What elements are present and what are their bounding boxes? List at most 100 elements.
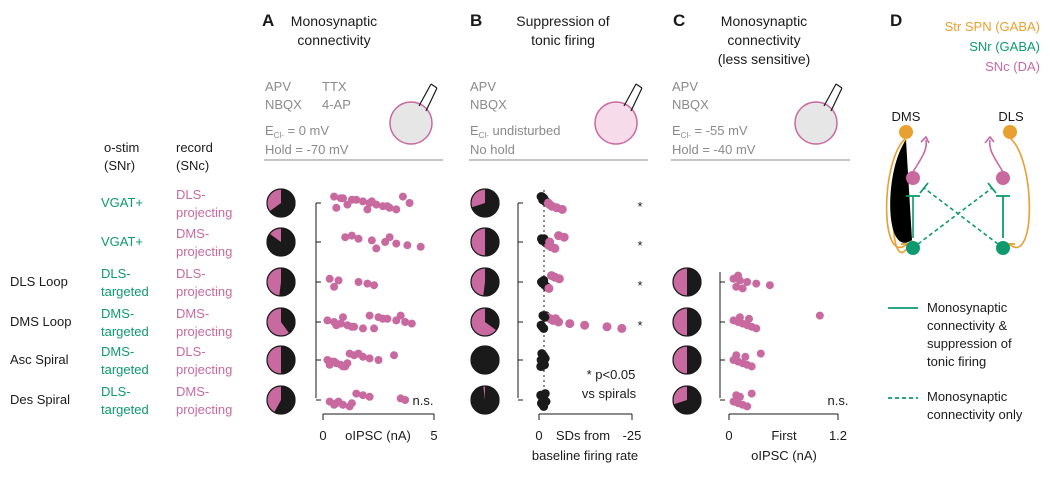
panel-b-data-point	[545, 237, 555, 247]
panel-b-significance-star: *	[637, 278, 642, 293]
row-record-label: DLS-	[176, 266, 206, 281]
panel-b-data-point	[540, 312, 550, 322]
legend-solid-3: suppression of	[927, 336, 1012, 351]
panel-a-xtick-0: 0	[319, 428, 326, 443]
panel-b-data-point	[557, 204, 567, 214]
panel-a-data-point	[416, 242, 425, 251]
panel-b-data-point	[565, 319, 575, 329]
panel-a-cond-ttx: TTX	[322, 79, 347, 94]
panel-a-title-2: connectivity	[297, 32, 370, 48]
panel-a-data-point	[385, 233, 394, 242]
dms-snr-cell	[906, 241, 920, 255]
panel-a-data-point	[332, 321, 341, 330]
panel-c-data-point	[734, 271, 743, 280]
pie-panel-a	[266, 307, 296, 337]
panel-b-data-point	[539, 323, 549, 333]
panel-c-data-point	[738, 284, 747, 293]
pie-panel-b	[470, 345, 500, 375]
panel-b-ecl: ECl- undisturbed	[470, 123, 560, 140]
row-stim-label: DMS-	[101, 344, 134, 359]
row-record-label: DMS-	[176, 226, 209, 241]
panel-a-data-point	[390, 351, 399, 360]
row-stim-label: DMS-	[101, 306, 134, 321]
row-record-label: projecting	[176, 284, 232, 299]
panel-a-data-point	[338, 313, 347, 322]
header-stim-2: (SNr)	[104, 158, 135, 173]
panel-c-xlabel-2: oIPSC (nA)	[751, 448, 817, 463]
panel-a-data-point	[347, 322, 356, 331]
row-stim-label: targeted	[101, 324, 149, 339]
panel-c-title-3: (less sensitive)	[718, 51, 811, 67]
panel-a-cond-4ap: 4-AP	[322, 97, 351, 112]
panel-a-data-point	[352, 195, 361, 204]
panel-a-data-point	[365, 311, 374, 320]
pie-panel-c	[672, 385, 702, 415]
panel-b-data-point	[538, 392, 548, 402]
panel-a-data-point	[365, 392, 374, 401]
panel-b-cond-apv: APV	[470, 79, 496, 94]
panel-a-data-point	[363, 205, 372, 214]
circuit-diagram	[885, 125, 1031, 255]
panel-c-pipette-cell-icon	[794, 83, 843, 145]
pie-panel-b	[470, 188, 500, 218]
panel-a-title-1: Monosynaptic	[291, 13, 377, 29]
panel-a-data-point	[358, 391, 367, 400]
panel-b-xlabel-1: SDs from	[556, 428, 610, 443]
panel-c-data-point	[735, 392, 744, 401]
panel-a-data-point	[401, 318, 410, 326]
row-record-label: projecting	[176, 205, 232, 220]
dms-spn-cell	[899, 125, 913, 139]
panel-b-title-1: Suppression of	[516, 13, 610, 29]
panel-c-data-point	[756, 349, 765, 358]
panel-c-data-point	[744, 314, 753, 323]
panel-c-data-point	[732, 282, 741, 291]
row-record-label: DLS-	[176, 187, 206, 202]
legend-solid-2: connectivity &	[927, 318, 1008, 333]
legend-solid-4: tonic firing	[927, 354, 986, 369]
panel-a-data-point	[330, 400, 339, 409]
panel-a-data-point	[358, 324, 367, 333]
panel-c-xtick-0: 0	[725, 428, 732, 443]
panel-a-data-point	[325, 274, 334, 283]
panel-c-title-1: Monosynaptic	[721, 13, 807, 29]
panel-a-data-point	[332, 203, 341, 212]
panel-b-xtick-25: -25	[623, 428, 642, 443]
row-record-label: projecting	[176, 324, 232, 339]
panel-a-data-point	[396, 311, 405, 320]
panel-a-data-point	[354, 278, 363, 286]
row-loop-label: DMS Loop	[10, 314, 71, 329]
panel-c-data-point	[743, 278, 752, 286]
legend-dashed-2: connectivity only	[927, 407, 1023, 422]
panel-b-axis	[517, 190, 633, 420]
dms-snc-cell	[906, 171, 920, 185]
panel-a-data-point	[403, 241, 412, 250]
panel-a-data-point	[370, 281, 379, 290]
panel-b-title-2: tonic firing	[531, 32, 595, 48]
panel-b-data-point	[554, 274, 564, 284]
row-stim-label: targeted	[101, 362, 149, 377]
panel-b-hold: No hold	[470, 142, 515, 157]
panel-a-data-point	[334, 276, 343, 285]
panel-c-data-point	[735, 313, 744, 322]
panel-b-significance-star: *	[637, 199, 642, 214]
panel-b-pipette-cell-icon	[594, 83, 643, 145]
panel-b-data-point	[543, 198, 553, 208]
panel-c-data-point	[765, 281, 774, 290]
panel-b-data-point	[536, 361, 546, 371]
header-record-2: (SNc)	[176, 158, 209, 173]
pie-panel-a	[266, 385, 296, 415]
row-stim-label: DLS-	[101, 266, 131, 281]
panel-a-data-point	[383, 202, 392, 211]
pie-charts	[266, 188, 702, 415]
panel-c-letter: C	[673, 11, 685, 30]
row-stim-label: VGAT+	[101, 195, 143, 210]
panel-a-data-point	[392, 205, 401, 214]
panel-a-data-point	[338, 362, 347, 371]
legend-str-spn: Str SPN (GABA)	[945, 19, 1040, 34]
panel-a-cond-nbqx: NBQX	[265, 97, 302, 112]
panel-a-data-point	[323, 316, 332, 325]
panel-c-ecl: ECl- = -55 mV	[672, 123, 748, 140]
row-stim-label: DLS-	[101, 384, 131, 399]
row-stim-label: targeted	[101, 284, 149, 299]
